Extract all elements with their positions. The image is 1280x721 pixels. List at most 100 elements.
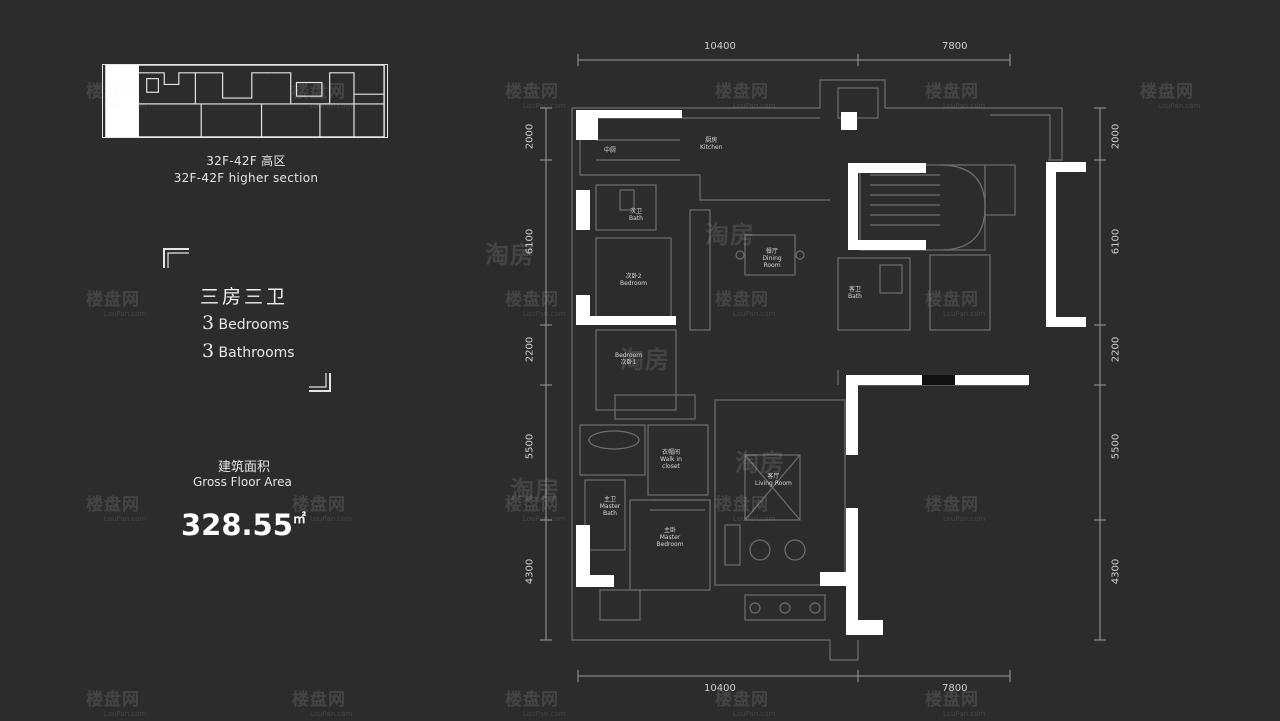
bath2-cn: 次卫 [629, 208, 642, 215]
watermark-cn: 楼盘网 [86, 82, 140, 102]
dim-top-right: 7800 [942, 41, 968, 52]
watermark-en: LouPan.com [733, 102, 776, 110]
watermark-cn: 楼盘网 [292, 82, 346, 102]
area-label-en: Gross Floor Area [193, 475, 292, 489]
dining-en: Dining Room [762, 254, 782, 269]
watermark-en: LouPan.com [733, 710, 776, 718]
bedrooms-number: 3 [202, 312, 215, 334]
masterbed-en: Master Bedroom [656, 533, 684, 548]
watermark-cn: 楼盘网 [86, 495, 140, 515]
guestbath-en: Bath [848, 292, 862, 300]
watermark-en: LouPan.com [310, 102, 353, 110]
area-unit: ㎡ [292, 512, 306, 527]
masterbed-cn: 主卧 [663, 527, 676, 534]
dim-bottom-right: 7800 [942, 683, 968, 694]
room-label-masterbath: 主卫 Master Bath [598, 496, 622, 518]
dim-top-left: 10400 [704, 41, 736, 52]
watermark-alt: 淘房 [620, 346, 670, 374]
bedroom2-cn: 次卧2 [625, 273, 642, 280]
guestbath-cn: 客卫 [848, 286, 861, 293]
bedroom1-cn: 次卧1 [620, 358, 637, 366]
watermark-en: LouPan.com [523, 515, 566, 523]
watermark-en: LouPan.com [1158, 102, 1201, 110]
watermark-alt: 淘房 [510, 476, 560, 504]
unit-type-frame [163, 248, 331, 392]
watermark-cn: 楼盘网 [925, 290, 979, 310]
watermark-en: LouPan.com [733, 515, 776, 523]
bathrooms-count: 3 Bathrooms [202, 340, 295, 362]
dim-bottom-left: 10400 [704, 683, 736, 694]
watermark-cn: 楼盘网 [715, 690, 769, 710]
watermark-cn: 楼盘网 [715, 82, 769, 102]
kitchen-cn: 厨房 [705, 137, 718, 144]
watermark-cn: 楼盘网 [292, 690, 346, 710]
walkin-en: Walk in closet [660, 455, 682, 470]
watermark-cn: 楼盘网 [505, 495, 559, 515]
room-label-walkin: 衣帽间 Walk in closet [658, 449, 684, 471]
area-label-cn: 建筑面积 [218, 460, 271, 475]
living-en: Living Room [755, 479, 792, 487]
room-label-living: 客厅 Living Room [755, 473, 792, 488]
masterbath-cn: 主卫 [603, 496, 616, 503]
watermark-en: LouPan.com [104, 102, 147, 110]
watermark-alt: 淘房 [485, 241, 535, 269]
watermark-en: LouPan.com [104, 310, 147, 318]
watermark-en: LouPan.com [943, 515, 986, 523]
room-label-zhongchu: 中厨 [604, 147, 617, 154]
bedrooms-label: Bedrooms [218, 317, 290, 333]
watermark-en: LouPan.com [310, 710, 353, 718]
watermark-cn: 楼盘网 [86, 290, 140, 310]
room-label-kitchen: 厨房 Kitchen [700, 137, 723, 152]
bathrooms-label: Bathrooms [218, 345, 295, 361]
watermark-cn: 楼盘网 [292, 495, 346, 515]
watermark-cn: 楼盘网 [505, 690, 559, 710]
watermark-en: LouPan.com [310, 515, 353, 523]
watermark-en: LouPan.com [523, 710, 566, 718]
watermark-en: LouPan.com [943, 310, 986, 318]
unit-type-title: 三房三卫 [200, 286, 289, 308]
bath2-en: Bath [629, 214, 643, 222]
key-plan-caption-en: 32F-42F higher section [173, 171, 319, 185]
dining-cn: 餐厅 [765, 248, 778, 255]
watermark-alt: 淘房 [735, 449, 785, 477]
room-label-bedroom2: 次卧2 Bedroom [620, 273, 647, 288]
room-label-guestbath: 客卫 Bath [848, 286, 862, 301]
watermark-en: LouPan.com [943, 710, 986, 718]
watermark-en: LouPan.com [523, 102, 566, 110]
watermark-cn: 楼盘网 [925, 82, 979, 102]
room-label-bedroom1: Bedroom 次卧1 [615, 352, 643, 367]
key-plan-diagram [102, 64, 388, 138]
living-cn: 客厅 [767, 473, 780, 480]
bathrooms-number: 3 [202, 340, 215, 362]
masterbath-en: Master Bath [599, 502, 621, 517]
kitchen-en: Kitchen [700, 143, 723, 151]
watermark-cn: 楼盘网 [86, 690, 140, 710]
bedroom1-en: Bedroom [615, 352, 643, 359]
watermark-en: LouPan.com [104, 710, 147, 718]
watermark-cn: 楼盘网 [505, 290, 559, 310]
bedrooms-count: 3 Bedrooms [202, 312, 289, 334]
walkin-cn: 衣帽间 [661, 449, 680, 456]
watermark-en: LouPan.com [104, 515, 147, 523]
watermark-cn: 楼盘网 [715, 495, 769, 515]
watermark-cn: 楼盘网 [505, 82, 559, 102]
watermark-cn: 楼盘网 [925, 690, 979, 710]
